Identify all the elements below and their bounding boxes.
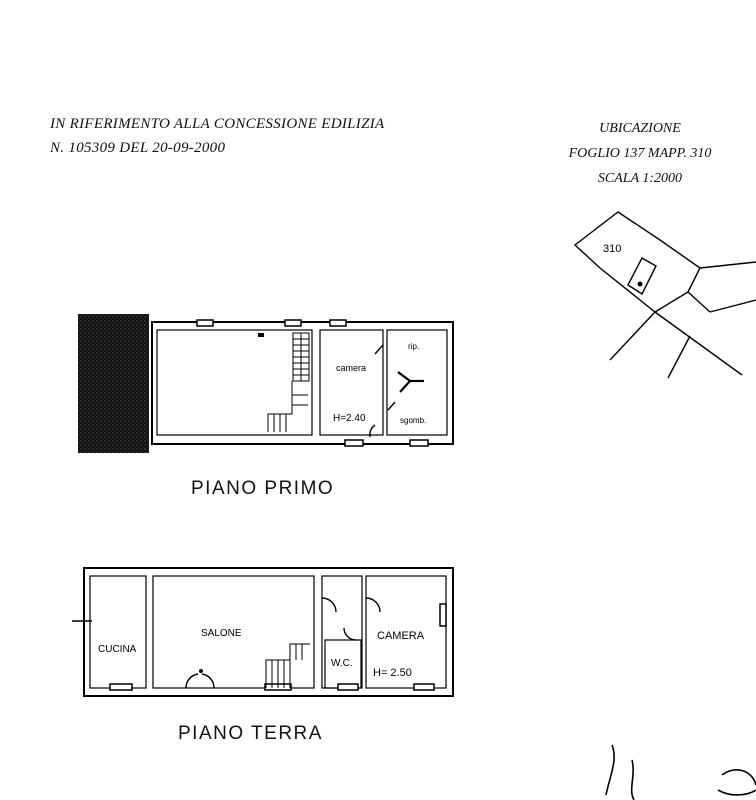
room-label-rip: rip. [408, 342, 419, 351]
first-floor-camera-room [319, 329, 384, 436]
corner-sketch [605, 744, 756, 800]
first-floor-height: H=2.40 [333, 413, 366, 424]
first-floor-stair [267, 332, 310, 432]
first-floor-title: PIANO PRIMO [191, 478, 335, 499]
ground-floor-kitchen [89, 575, 147, 689]
first-floor-outer-wall [151, 321, 454, 445]
room-label-sgomb: sgomb. [400, 416, 426, 425]
ground-floor-title: PIANO TERRA [178, 723, 323, 744]
ground-floor-height: H= 2.50 [373, 667, 412, 679]
first-floor-store-room [386, 329, 448, 436]
first-floor-main-room [156, 329, 313, 436]
ground-floor-stair [265, 643, 310, 688]
location-block: UBICAZIONE FOGLIO 137 MAPP. 310 SCALA 1:… [560, 116, 720, 191]
ground-floor-plan: CUCINA SALONE W.C. CAMERA H= 2.50 [72, 567, 454, 697]
reference-line-2: N. 105309 DEL 20-09-2000 [50, 140, 226, 156]
ground-floor-bedroom [365, 575, 447, 689]
hatched-area [78, 314, 149, 453]
room-label-cucina: CUCINA [98, 644, 137, 655]
parcel-number: 310 [603, 243, 621, 255]
room-label-salone: SALONE [201, 628, 242, 639]
ground-floor-living [152, 575, 315, 689]
first-floor-doors [369, 344, 424, 438]
room-label-camera: camera [336, 363, 366, 373]
reference-line-1: IN RIFERIMENTO ALLA CONCESSIONE EDILIZIA [50, 116, 385, 132]
ground-floor-outer-wall [83, 567, 454, 697]
location-scale: SCALA 1:2000 [597, 171, 683, 186]
room-label-camera-ground: CAMERA [377, 630, 425, 642]
room-label-wc: W.C. [331, 658, 353, 669]
location-sheet: FOGLIO 137 MAPP. 310 [568, 146, 712, 161]
location-map: 310 [573, 211, 756, 379]
ground-floor-corridor [321, 575, 363, 689]
reference-block: IN RIFERIMENTO ALLA CONCESSIONE EDILIZIA… [50, 112, 385, 160]
parcel-building [627, 257, 657, 296]
first-floor-plan: camera rip. sgomb. H=2.40 [78, 314, 454, 453]
location-title: UBICAZIONE [599, 121, 681, 136]
ground-floor-doors [72, 597, 381, 689]
first-floor-windows [196, 319, 429, 447]
